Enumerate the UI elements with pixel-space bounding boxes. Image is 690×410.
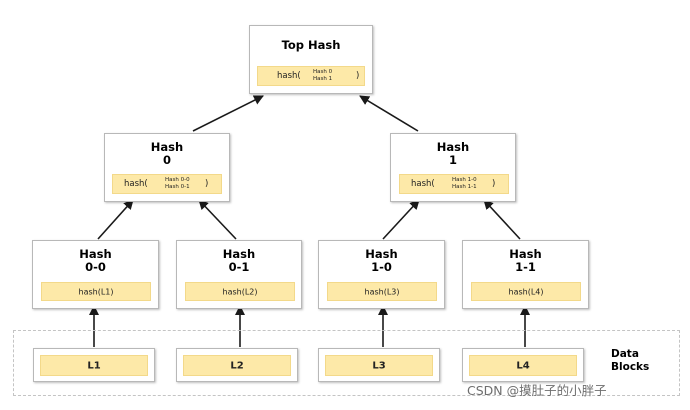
title-line: 1 xyxy=(448,153,457,167)
formula-args: Hash 0 Hash 1 xyxy=(313,69,332,83)
formula-text: hash(L3) xyxy=(364,287,400,296)
formula-text: hash(L1) xyxy=(78,287,114,296)
arrow-h11-to-h1 xyxy=(483,199,521,240)
formula-close: ) xyxy=(205,179,209,189)
hash-1-1-formula: hash(L4) xyxy=(471,282,581,301)
top-hash-formula: hash( Hash 0 Hash 1 ) xyxy=(257,66,365,86)
hash-0-0-formula: hash(L1) xyxy=(41,282,151,301)
watermark: CSDN @摸肚子的小胖子 xyxy=(467,383,607,398)
formula-arg: Hash 1 xyxy=(313,76,333,82)
node-hash-0-0: Hash 0-0 hash(L1) xyxy=(32,240,159,309)
title-line: Hash xyxy=(436,140,470,154)
label-line: Data xyxy=(611,348,639,360)
title-line: 0-1 xyxy=(228,260,250,274)
arrow-h01-to-h0 xyxy=(198,199,237,240)
leaf-l3: L3 xyxy=(318,348,440,382)
hash-0-formula: hash( Hash 0-0 Hash 0-1 ) xyxy=(112,174,222,194)
hash-1-0-formula: hash(L3) xyxy=(327,282,437,301)
node-hash-0-1-title: Hash 0-1 xyxy=(177,248,301,274)
formula-args: Hash 0-0 Hash 0-1 xyxy=(165,177,190,191)
formula-close: ) xyxy=(356,71,360,81)
title-line: Hash xyxy=(150,140,184,154)
node-hash-1-1: Hash 1-1 hash(L4) xyxy=(462,240,589,309)
node-hash-0: Hash 0 hash( Hash 0-0 Hash 0-1 ) xyxy=(104,133,230,202)
formula-fn: hash( xyxy=(277,71,301,81)
node-hash-1: Hash 1 hash( Hash 1-0 Hash 1-1 ) xyxy=(390,133,516,202)
leaf-l1: L1 xyxy=(33,348,155,382)
formula-close: ) xyxy=(492,179,496,189)
arrow-h10-to-h1 xyxy=(382,199,420,240)
node-hash-0-1: Hash 0-1 hash(L2) xyxy=(176,240,302,309)
arrow-h00-to-h0 xyxy=(97,199,134,240)
node-hash-1-0: Hash 1-0 hash(L3) xyxy=(318,240,445,309)
title-line: Hash xyxy=(365,247,398,261)
label-line: Blocks xyxy=(611,361,650,373)
leaf-fill: L1 xyxy=(40,355,148,376)
formula-arg: Hash 0-1 xyxy=(165,184,190,190)
formula-fn: hash( xyxy=(124,179,148,189)
formula-text: hash(L4) xyxy=(508,287,544,296)
title-line: Hash xyxy=(79,247,112,261)
leaf-fill: L3 xyxy=(325,355,433,376)
formula-fn: hash( xyxy=(411,179,435,189)
node-top-hash: Top Hash hash( Hash 0 Hash 1 ) xyxy=(249,25,373,94)
data-blocks-label: Data Blocks xyxy=(611,348,649,374)
node-hash-1-title: Hash 1 xyxy=(391,141,515,167)
formula-arg: Hash 1-1 xyxy=(452,184,477,190)
title-line: 0-0 xyxy=(85,260,106,274)
title-line: 1-0 xyxy=(371,260,392,274)
arrow-h1-to-top xyxy=(359,95,419,132)
leaf-label: L1 xyxy=(87,360,101,371)
arrow-h0-to-top xyxy=(192,95,264,132)
leaf-label: L3 xyxy=(372,360,386,371)
hash-0-1-formula: hash(L2) xyxy=(185,282,295,301)
formula-arg: Hash 1-0 xyxy=(452,177,477,183)
leaf-label: L4 xyxy=(516,360,530,371)
node-hash-1-0-title: Hash 1-0 xyxy=(319,248,444,274)
leaf-fill: L2 xyxy=(183,355,291,376)
node-top-hash-title: Top Hash xyxy=(281,38,341,52)
node-hash-0-title: Hash 0 xyxy=(105,141,229,167)
node-hash-0-0-title: Hash 0-0 xyxy=(33,248,158,274)
title-line: 1-1 xyxy=(515,260,536,274)
title-line: Hash xyxy=(509,247,542,261)
formula-args: Hash 1-0 Hash 1-1 xyxy=(452,177,477,191)
leaf-l4: L4 xyxy=(462,348,584,382)
title-line: Hash xyxy=(222,247,256,261)
node-hash-1-1-title: Hash 1-1 xyxy=(463,248,588,274)
data-blocks-region xyxy=(13,330,680,396)
formula-arg: Hash 0 xyxy=(313,69,333,75)
formula-arg: Hash 0-0 xyxy=(165,177,190,183)
leaf-fill: L4 xyxy=(469,355,577,376)
leaf-l2: L2 xyxy=(176,348,298,382)
leaf-label: L2 xyxy=(230,360,244,371)
formula-text: hash(L2) xyxy=(222,287,258,296)
title-line: 0 xyxy=(162,153,171,167)
hash-1-formula: hash( Hash 1-0 Hash 1-1 ) xyxy=(399,174,509,194)
